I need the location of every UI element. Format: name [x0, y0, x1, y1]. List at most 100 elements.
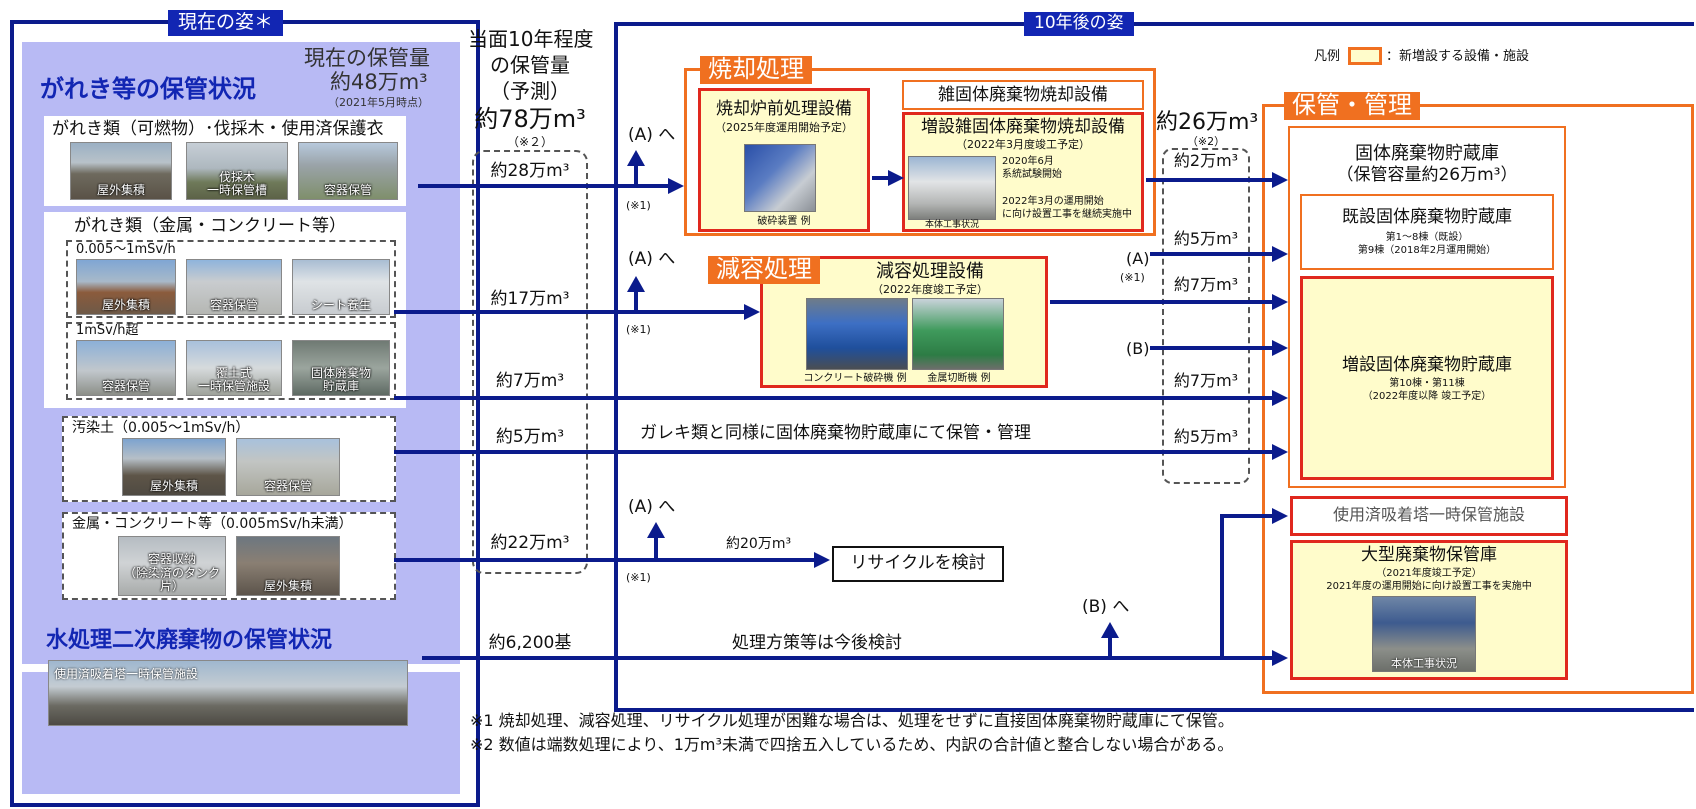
forecast-header-1: 当面10年程度 — [468, 27, 594, 51]
current-amount-date: （2021年5月時点） — [328, 96, 429, 109]
large-waste-storage-title: 大型廃棄物保管庫 — [1361, 545, 1497, 565]
arrow-head-8 — [1272, 390, 1288, 406]
water-waste-title: 水処理二次廃棄物の保管状況 — [42, 626, 337, 656]
output-row-1: 約2万m³ — [1173, 151, 1239, 170]
existing-storage-line1: 第1～8棟（既設） — [1385, 232, 1469, 243]
photo-container-storage: 容器保管 — [298, 142, 398, 200]
solid-waste-storage-capacity: （保管容量約26万m³） — [1336, 165, 1518, 185]
photo-solid-waste-storage: 固体廃棄物 貯蔵庫 — [292, 340, 390, 396]
arrow-head-4 — [744, 304, 760, 320]
photo-soil-outdoor: 屋外集積 — [122, 438, 226, 496]
legend-label: 凡例 — [1314, 49, 1341, 64]
arrow-water-to-storage — [422, 656, 1272, 660]
output-row-3: 約7万m³ — [1173, 275, 1239, 294]
arrow-to-tower-storage — [1220, 514, 1272, 518]
photo-tank-pieces: 容器収納 （除染済のタンク片） — [118, 536, 226, 596]
arrow-head-up-3 — [647, 522, 665, 538]
arrow-soil-to-storage — [394, 450, 1272, 454]
recycle-box-label: リサイクルを検討 — [850, 553, 986, 573]
subgroup-low-dose — [66, 240, 396, 318]
arrow-up-a-3 — [654, 536, 658, 560]
added-incinerator-title: 増設雑固体廃棄物焼却設備 — [921, 117, 1125, 137]
note-star1-2: (※1) — [626, 323, 651, 336]
pre-treatment-sub: （2025年度運用開始予定） — [715, 121, 853, 134]
storage-management-badge: 保管・管理 — [1284, 91, 1420, 120]
legend-swatch — [1348, 47, 1382, 65]
arrow-up-a-2 — [634, 290, 638, 312]
forecast-row-burnables: 約28万m³ — [490, 161, 570, 181]
existing-storage-title: 既設固体廃棄物貯蔵庫 — [1342, 207, 1512, 227]
legend-text: ：新増設する設備・施設 — [1386, 49, 1530, 64]
current-state-badge: 現在の姿＊ — [168, 10, 284, 36]
photo-large-storage-construction — [1372, 596, 1476, 672]
group-metal-concrete-title: がれき類（金属・コンクリート等） — [74, 216, 346, 236]
arrow-up-a-1 — [634, 164, 638, 186]
volume-reduction-title: 減容処理設備 — [876, 261, 984, 282]
recycle-box — [832, 546, 1004, 582]
soil-management-text: ガレキ類と同様に固体廃棄物貯蔵庫にて保管・管理 — [640, 423, 1031, 443]
photo-soil-covered-facility: 覆土式 一時保管施設 — [186, 340, 282, 396]
arrow-head-12 — [1272, 508, 1288, 524]
future-state-badge: 10年後の姿 — [1024, 12, 1134, 36]
volume-reduction-sub: （2022年度竣工予定） — [872, 283, 988, 296]
existing-storage-line2: 第9棟（2018年2月運用開始） — [1357, 245, 1497, 256]
subgroup-high-dose-label: 1mSv/h超 — [76, 323, 139, 338]
forecast-row-high-dose: 約7万m³ — [495, 371, 565, 391]
arrow-head-1 — [668, 178, 684, 194]
group-contaminated-soil-title: 汚染土（0.005～1mSv/h） — [72, 420, 250, 436]
arrow-head-11 — [1272, 650, 1288, 666]
photo-container-storage-3: 容器保管 — [76, 340, 176, 396]
arrow-recycle — [394, 558, 816, 562]
arrow-head-9 — [1272, 444, 1288, 460]
pre-treatment-title: 焼却炉前処理設備 — [716, 99, 852, 119]
arrow-incinerator-to-storage — [1146, 178, 1272, 182]
added-storage — [1300, 276, 1554, 480]
arrow-head-up-1 — [627, 150, 645, 166]
arrow-head-2 — [888, 170, 904, 186]
tower-storage-facility — [1290, 496, 1568, 536]
group-burnables-title: がれき類（可燃物）･伐採木・使用済保護衣 — [52, 119, 384, 139]
arrow-burnables-to-incineration — [418, 184, 668, 188]
forecast-header-3: （予測） — [490, 79, 570, 103]
arrow-head-up-2 — [627, 276, 645, 292]
arrow-head-3 — [1272, 172, 1288, 188]
arrow-a-to-storage — [1150, 252, 1272, 256]
forecast-dashed-box — [472, 150, 588, 574]
arrow-volume-to-storage — [1050, 300, 1272, 304]
arrow-up-b — [1108, 636, 1112, 658]
added-incinerator-sub: （2022年3月度竣工予定） — [956, 138, 1090, 151]
note-star1-3: (※1) — [626, 571, 651, 584]
photo-crusher-caption: 破砕装置 例 — [757, 216, 811, 227]
current-amount-label: 現在の保管量 — [304, 46, 430, 70]
forecast-row-metal: 約17万m³ — [490, 289, 570, 309]
group-contaminated-soil — [62, 416, 396, 502]
photo-adsorption-tower-caption: 使用済吸着塔一時保管施設 — [54, 667, 199, 681]
output-total: 約26万m³ — [1156, 110, 1259, 135]
forecast-header-2: の保管量 — [490, 53, 570, 77]
arrow-b-to-storage — [1150, 346, 1272, 350]
subgroup-low-dose-label: 0.005～1mSv/h — [76, 242, 176, 257]
arrow-high-dose-to-storage — [394, 396, 1272, 400]
photo-large-storage-caption: 本体工事状況 — [1391, 657, 1457, 670]
photo-concrete-crusher-caption: コンクリート破砕機 例 — [803, 373, 907, 384]
subgroup-high-dose — [66, 322, 396, 400]
label-b-incoming: (B) — [1126, 339, 1150, 358]
large-waste-storage-line2: 2021年度の運用開始に向け設置工事を実施中 — [1326, 581, 1532, 592]
arrow-head-up-b — [1101, 622, 1119, 638]
current-amount-value: 約48万m³ — [330, 70, 428, 94]
photo-sheet-cover: シート養生 — [292, 259, 390, 315]
added-storage-line2: （2022年度以降 竣工予定） — [1362, 391, 1492, 402]
forecast-note: （※２） — [506, 135, 554, 149]
forecast-row-water: 約6,200基 — [488, 633, 572, 653]
forecast-total: 約78万m³ — [474, 105, 586, 133]
photo-outdoor-pile-2: 屋外集積 — [76, 259, 176, 315]
photo-incinerator-caption: 本体工事状況 — [924, 220, 979, 230]
to-a-label-1: (A) へ — [628, 125, 676, 145]
group-recyclable-metal-title: 金属・コンクリート等（0.005mSv/h未満） — [72, 516, 353, 532]
added-incinerator-note1: 2020年6月 系統試験開始 — [1002, 156, 1062, 180]
to-a-label-3: (A) へ — [628, 497, 676, 517]
water-policy-text: 処理方策等は今後検討 — [732, 633, 902, 653]
photo-metal-cutter — [912, 298, 1004, 370]
label-a-star: (※1) — [1120, 271, 1145, 284]
output-row-2: 約5万m³ — [1173, 229, 1239, 248]
